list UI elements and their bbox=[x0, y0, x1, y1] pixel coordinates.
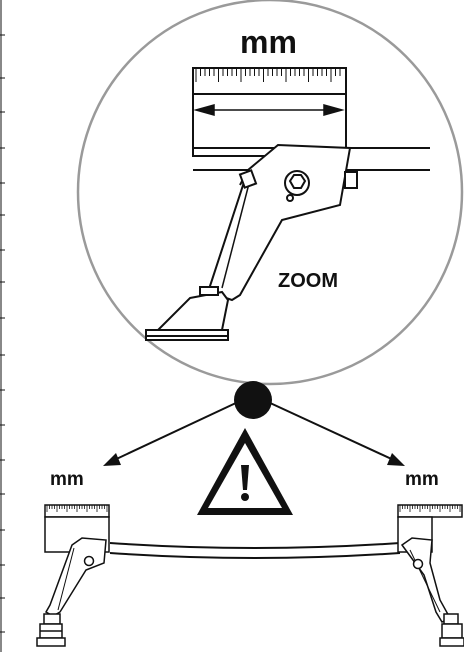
right-stand bbox=[397, 504, 464, 647]
page-edge-ruler bbox=[0, 0, 5, 652]
connector bbox=[103, 381, 405, 466]
zoom-bracket bbox=[145, 143, 358, 341]
frame-bar bbox=[109, 542, 401, 559]
zoom-label: ZOOM bbox=[278, 270, 338, 292]
left-stand bbox=[36, 504, 110, 647]
right-unit-label: mm bbox=[405, 469, 439, 490]
left-unit-label: mm bbox=[50, 469, 84, 490]
zoom-unit-label: mm bbox=[240, 24, 297, 60]
warning-triangle-icon bbox=[197, 428, 293, 515]
measure-arrow bbox=[193, 104, 345, 116]
